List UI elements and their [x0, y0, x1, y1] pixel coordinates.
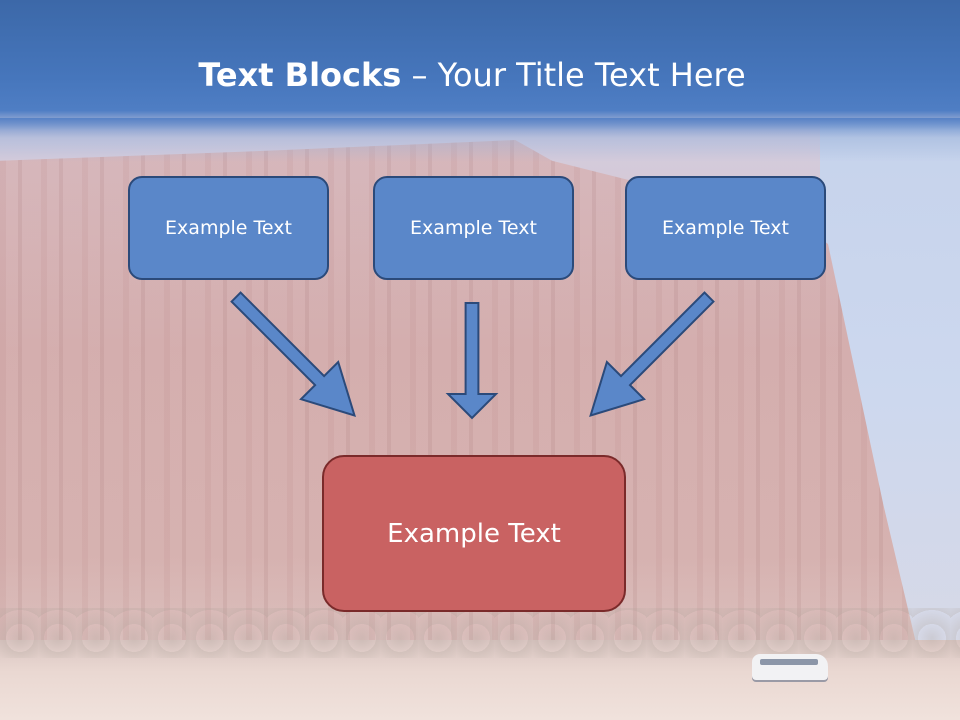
result-block-label: Example Text	[387, 518, 561, 549]
text-block-2-label: Example Text	[410, 217, 537, 239]
arrow-right[interactable]	[589, 291, 715, 418]
title-bar-fade	[0, 118, 960, 162]
van-window	[760, 659, 818, 665]
arrow-left[interactable]	[230, 291, 357, 418]
arrow-middle[interactable]	[445, 302, 499, 420]
text-block-3-label: Example Text	[662, 217, 789, 239]
slide-title[interactable]: Text Blocks – Your Title Text Here	[0, 52, 944, 98]
text-block-1-label: Example Text	[165, 217, 292, 239]
title-rest: Your Title Text Here	[437, 56, 746, 94]
background-shrubs	[0, 608, 960, 658]
result-block[interactable]: Example Text	[322, 455, 626, 612]
text-block-2[interactable]: Example Text	[373, 176, 574, 280]
background-van	[752, 654, 828, 680]
background-ground	[0, 640, 960, 720]
title-bar	[0, 0, 960, 130]
title-separator: –	[401, 56, 438, 94]
text-block-1[interactable]: Example Text	[128, 176, 329, 280]
text-block-3[interactable]: Example Text	[625, 176, 826, 280]
title-bold: Text Blocks	[198, 56, 402, 94]
